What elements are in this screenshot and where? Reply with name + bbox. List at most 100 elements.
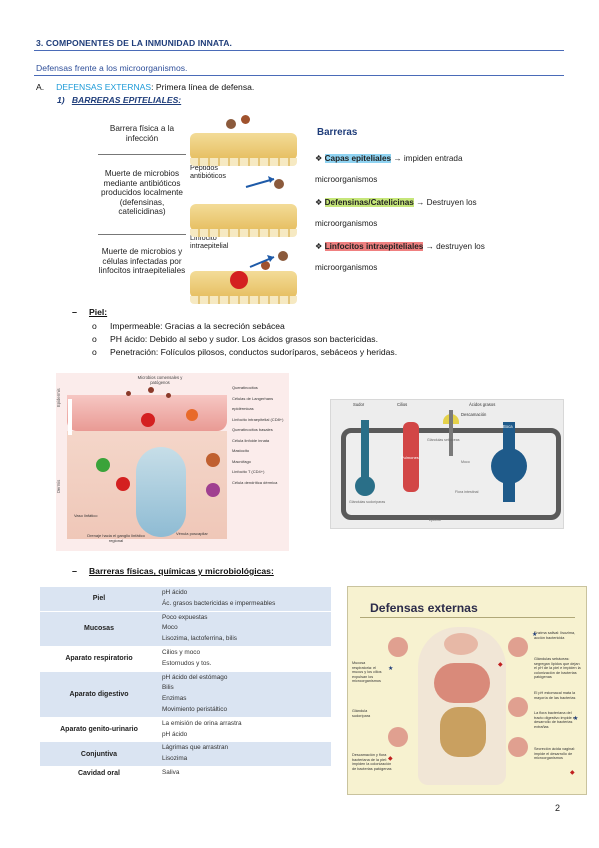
intestine-icon bbox=[440, 707, 486, 757]
microbe-icon bbox=[274, 179, 284, 189]
table-key: Aparato genito-urinario bbox=[40, 717, 158, 743]
zoom-circle bbox=[508, 697, 528, 717]
lymphatic-vessel bbox=[136, 447, 186, 537]
diamond-icon: ◆ bbox=[498, 662, 503, 668]
lymphocyte-label: Linfocito intraepitelial bbox=[190, 233, 229, 250]
peptides-label: Péptidos antibióticos bbox=[190, 163, 226, 180]
microbe-icon bbox=[278, 251, 288, 261]
barrera-item-cont: microorganismos bbox=[315, 219, 378, 228]
subtitle: Defensas frente a los microorganismos. bbox=[36, 63, 188, 73]
cell-label: Queratinocitos bbox=[232, 385, 258, 390]
epidermis-marker bbox=[68, 399, 72, 435]
zoom-circle bbox=[508, 637, 528, 657]
cell-label: Macrófago bbox=[232, 458, 251, 464]
note-right: El pH estomacal mata la mayoría de las b… bbox=[534, 691, 576, 700]
page-number: 2 bbox=[555, 803, 561, 813]
label-moco: Moco bbox=[461, 460, 470, 464]
innate-lymphoid-cell-icon bbox=[96, 458, 110, 472]
macrophage-icon bbox=[206, 483, 220, 497]
microbe-icon bbox=[166, 393, 171, 398]
dash-marker: – bbox=[72, 307, 78, 317]
point-1-label: BARRERAS EPITELIALES: bbox=[71, 95, 182, 105]
microbes-label: Microbios comensales y patógenos bbox=[137, 375, 183, 385]
piel-heading: – Piel: bbox=[72, 307, 107, 317]
barrera-item: ❖ Defensinas/Catelicinas → Destruyen los bbox=[315, 198, 477, 207]
point-a: A. DEFENSAS EXTERNAS: Primera línea de d… bbox=[36, 82, 254, 92]
cell-label: Célula linfoide innata bbox=[232, 437, 270, 443]
epithelium-layer bbox=[190, 204, 297, 237]
barrera-highlight: Linfocitos intraepiteliales bbox=[324, 242, 424, 251]
epithelial-barriers-figure: Barrera física a la infección Muerte de … bbox=[94, 111, 297, 304]
hair-icon bbox=[449, 410, 453, 456]
note-right: Glándulas sebáceas: segregan lípidos que… bbox=[534, 657, 581, 680]
subtitle-rule bbox=[34, 75, 564, 76]
piel-label: Piel: bbox=[88, 307, 108, 317]
label-pulmones: Pulmones bbox=[401, 455, 419, 460]
label-sudor: Sudor bbox=[353, 402, 365, 407]
barrera-highlight: Defensinas/Catelicinas bbox=[324, 198, 414, 207]
piel-item-text: Impermeable: Gracias a la secreción sebá… bbox=[110, 321, 285, 331]
section-title: 3. COMPONENTES DE LA INMUNIDAD INNATA. bbox=[36, 38, 233, 48]
table-key: Mucosas bbox=[40, 611, 158, 647]
star-icon: ★ bbox=[388, 666, 394, 672]
barreras-panel: Barreras ❖ Capas epiteliales → impiden e… bbox=[309, 113, 500, 304]
label-flora: Flora intestinal bbox=[455, 490, 479, 494]
point-a-label: DEFENSAS EXTERNAS bbox=[56, 82, 152, 92]
row-divider bbox=[98, 234, 186, 235]
barreras-title: Barreras bbox=[317, 127, 358, 138]
piel-item-text: PH ácido: Debido al sebo y sudor. Los ác… bbox=[110, 334, 378, 344]
intraepithelial-lymphocyte-icon bbox=[141, 413, 155, 427]
head-icon bbox=[444, 633, 478, 655]
cell-label: Mastocito bbox=[232, 448, 250, 453]
cell-label: Linfocito intraepitelial (CD8+) bbox=[232, 416, 284, 422]
lungs-icon bbox=[403, 422, 419, 492]
barrera-text: → destruyen los bbox=[423, 242, 485, 251]
langerhans-cell-icon bbox=[186, 409, 198, 421]
piel-item: o Impermeable: Gracias a la secreción seb… bbox=[92, 321, 285, 331]
drainage-label: Drenaje hacia el ganglio linfático regio… bbox=[87, 533, 145, 543]
barrier-row2-label: Muerte de microbios mediante antibiótico… bbox=[101, 169, 183, 216]
barrera-item-cont: microorganismos bbox=[315, 175, 378, 184]
arrow-icon bbox=[245, 176, 275, 188]
barrera-text: → impiden entrada bbox=[391, 154, 463, 163]
intraepithelial-lymphocyte-icon bbox=[230, 271, 248, 289]
dermis-label: Dermis bbox=[56, 479, 61, 493]
microbe-icon bbox=[126, 391, 131, 396]
sweat-duct bbox=[361, 420, 369, 480]
cell-label: Células de Langerhans epidérmicas bbox=[232, 395, 274, 412]
microbe-icon bbox=[226, 119, 236, 129]
barrera-item: ❖ Capas epiteliales → impiden entrada bbox=[315, 154, 463, 163]
table-key: Conjuntiva bbox=[40, 741, 158, 767]
bullet-marker: o bbox=[92, 334, 97, 344]
label-sebaceas: Glándulas sebáceas bbox=[427, 438, 460, 442]
mastocyte-icon bbox=[206, 453, 220, 467]
barrera-item-cont: microorganismos bbox=[315, 263, 378, 272]
cell-label: Queratinocitos basales bbox=[232, 427, 273, 432]
external-secretions-figure: Sudor Cilios Ácidos grasos Descamación B… bbox=[330, 399, 564, 529]
barrier-row3-label: Muerte de microbios y células infectadas… bbox=[98, 247, 186, 275]
piel-item: o PH ácido: Debido al sebo y sudor. Los á… bbox=[92, 334, 378, 344]
point-1-number: 1) bbox=[57, 95, 65, 105]
table-row: Aparato genito-urinario La emisión de or… bbox=[40, 717, 331, 743]
point-a-letter: A. bbox=[36, 82, 45, 92]
bullet-marker: o bbox=[92, 321, 97, 331]
diamond-icon: ◆ bbox=[388, 756, 393, 762]
defensas-externas-figure: Defensas externas Mucosa respiratoria: e… bbox=[347, 586, 587, 795]
cell-label: Célula dendrítica dérmica bbox=[232, 479, 278, 485]
table-row: Cavidad oral Saliva bbox=[40, 766, 331, 781]
label-sudoriparas: Glándulas sudoríparas bbox=[349, 500, 386, 504]
point-1: 1) BARRERAS EPITELIALES: bbox=[57, 95, 181, 105]
star-icon: ★ bbox=[532, 632, 538, 638]
barreras-fisicas-heading: – Barreras físicas, químicas y microbiol… bbox=[72, 566, 274, 576]
point-a-rest: : Primera línea de defensa. bbox=[151, 82, 255, 92]
zoom-circle bbox=[388, 637, 408, 657]
table-values: Saliva bbox=[158, 766, 331, 781]
